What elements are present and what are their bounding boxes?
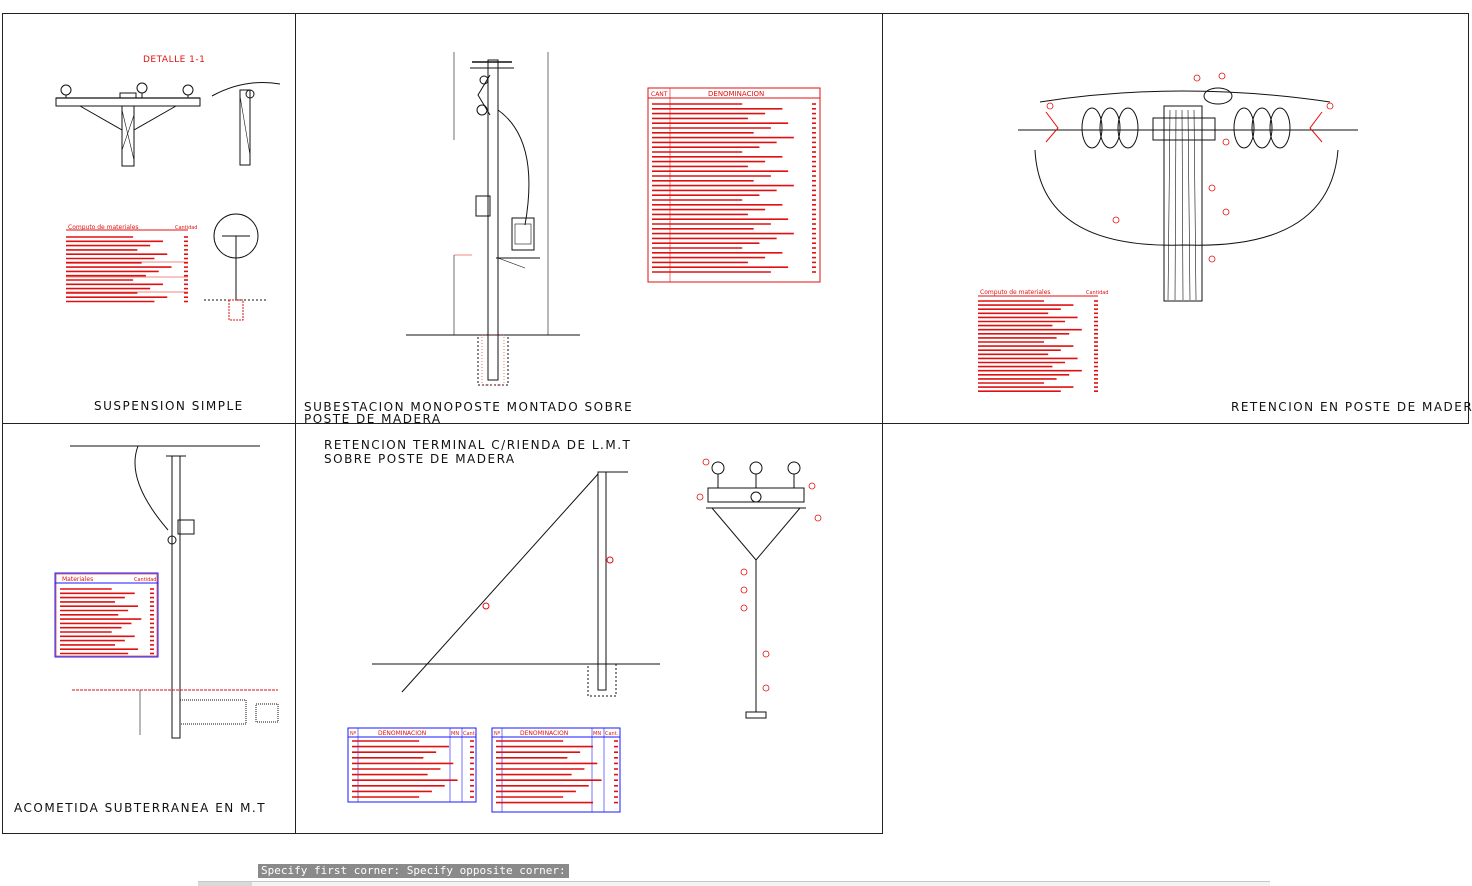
panel-retention-frame — [882, 13, 1469, 424]
terminal-h-cant-2: Cant. — [605, 731, 619, 737]
retention-materials-header: Computo de materiales — [980, 289, 1051, 296]
suspension-materials-header: Computo de materiales — [68, 224, 139, 231]
command-prompt[interactable]: Specify first corner: Specify opposite c… — [258, 864, 569, 878]
terminal-h-mn-1: MN — [451, 731, 459, 737]
acometida-drawing: Materiales Cantidad — [54, 445, 279, 739]
acometida-qty-header: Cantidad — [134, 577, 157, 583]
terminal-h-denom-2: DENOMINACION — [520, 730, 568, 737]
acometida-materials-header: Materiales — [62, 576, 93, 583]
suspension-qty-header: Cantidad — [175, 225, 198, 231]
panel-terminal-frame — [295, 423, 883, 834]
retention-drawing: Computo de materiales Cantidad — [978, 72, 1358, 393]
substation-cant-header: CANT — [651, 91, 668, 98]
retention-qty-header: Cantidad — [1086, 290, 1109, 296]
substation-denom-header: DENOMINACION — [708, 90, 764, 98]
terminal-title-line1: RETENCION TERMINAL C/RIENDA DE L.M.T — [324, 438, 632, 452]
command-input-tab[interactable] — [198, 882, 252, 886]
terminal-h-mn-2: MN — [593, 731, 601, 737]
terminal-title-line2: SOBRE POSTE DE MADERA — [324, 452, 516, 466]
substation-drawing: CANT DENOMINACION — [406, 52, 821, 386]
retention-title: RETENCION EN POSTE DE MADERA — [1231, 400, 1472, 414]
suspension-title: SUSPENSION SIMPLE — [94, 399, 244, 413]
terminal-h-num-2: Nº — [494, 731, 501, 737]
terminal-h-denom-1: DENOMINACION — [378, 730, 426, 737]
suspension-drawing: Computo de materiales Cantidad — [55, 82, 281, 321]
terminal-h-cant-1: Cant. — [463, 731, 477, 737]
terminal-h-num-1: Nº — [350, 731, 357, 737]
terminal-drawing: Nº DENOMINACION MN Cant. Nº DENOMINACION… — [347, 458, 822, 813]
detail-label: DETALLE 1-1 — [143, 55, 206, 65]
command-input-bar[interactable] — [198, 881, 1270, 886]
substation-title-line2: POSTE DE MADERA — [304, 412, 442, 426]
substation-title-line1: SUBESTACION MONOPOSTE MONTADO SOBRE — [304, 400, 634, 414]
acometida-title: ACOMETIDA SUBTERRANEA EN M.T — [14, 801, 267, 815]
